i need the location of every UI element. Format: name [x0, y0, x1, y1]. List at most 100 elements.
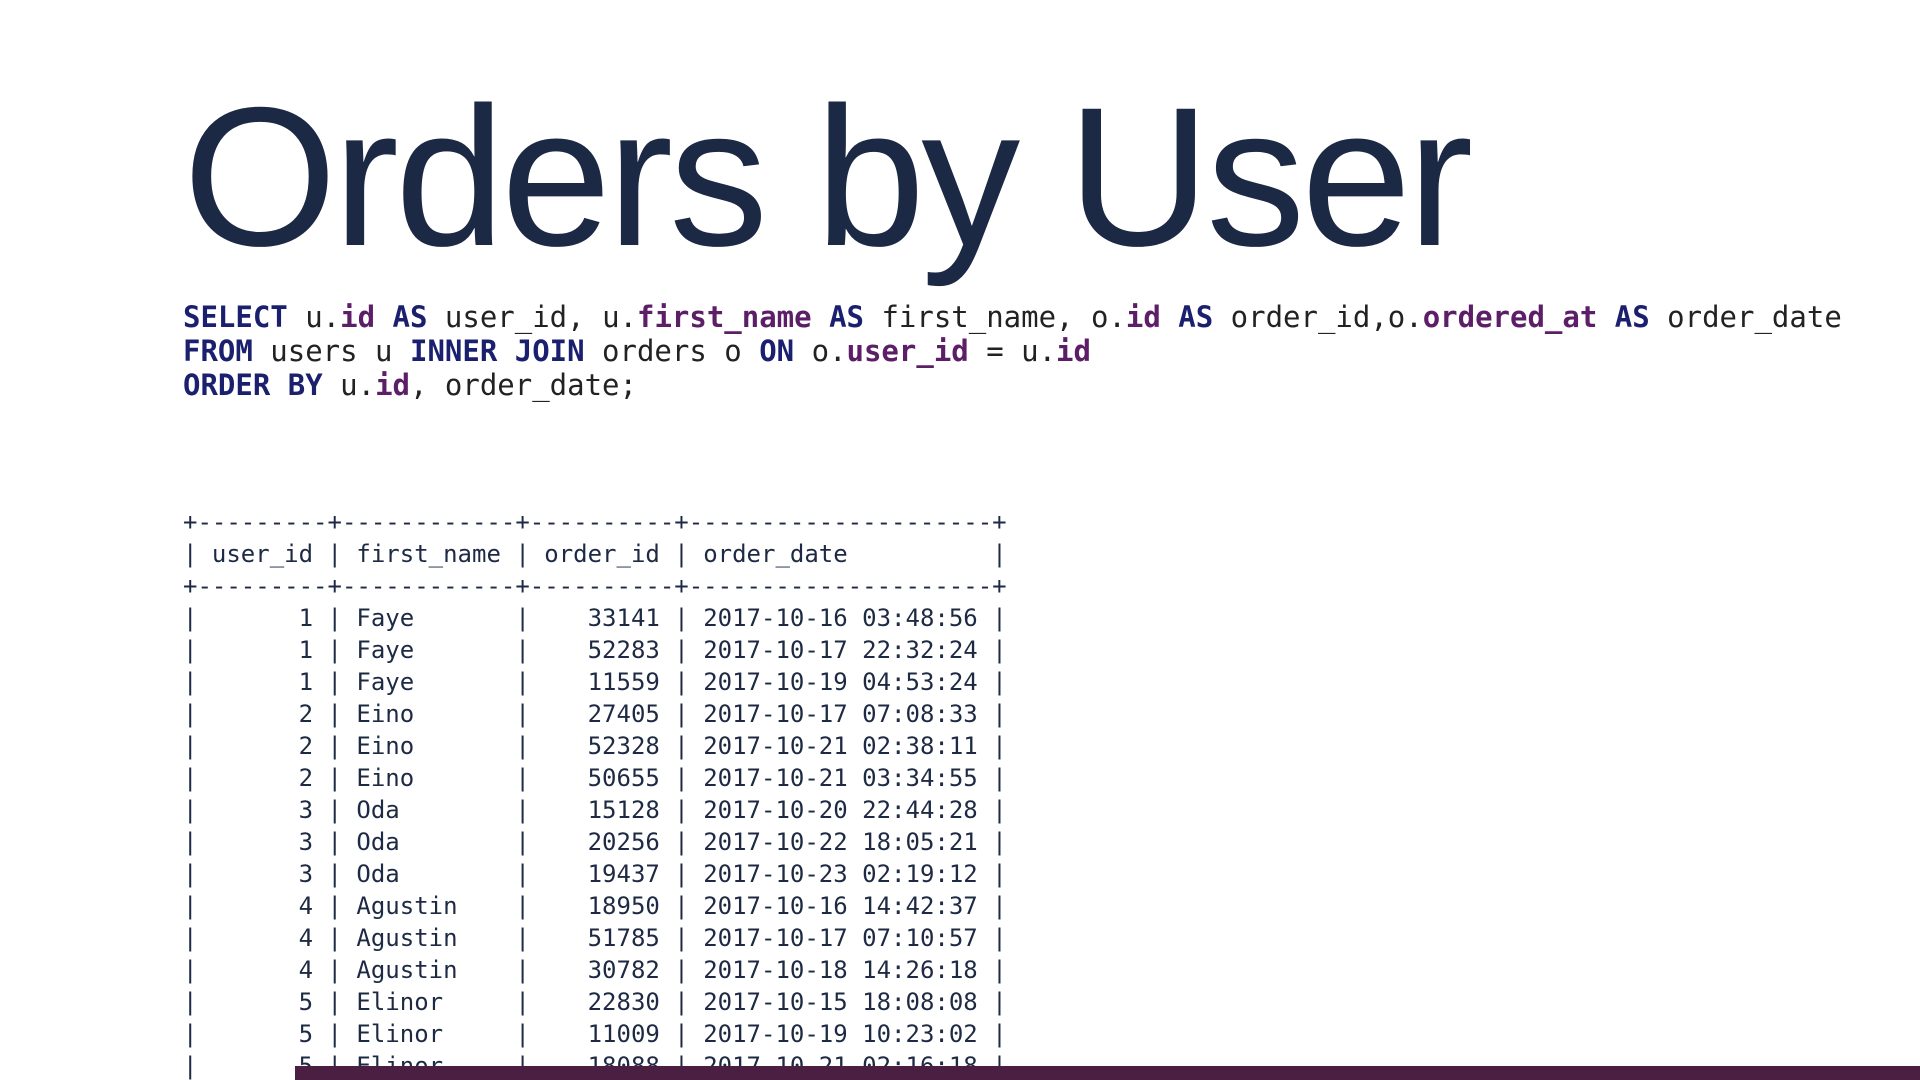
sql-field: id — [1125, 300, 1161, 334]
table-cell: 1 — [197, 604, 328, 632]
table-cell: 20256 — [529, 828, 675, 856]
table-row: | 1 | Faye | 33141 | 2017-10-16 03:48:56… — [183, 604, 1007, 632]
sql-field: id — [375, 368, 410, 402]
table-cell: 3 — [197, 828, 328, 856]
sql-field: ordered_at — [1422, 300, 1598, 334]
table-cell: Agustin — [341, 892, 516, 920]
table-row: | 2 | Eino | 52328 | 2017-10-21 02:38:11… — [183, 732, 1007, 760]
sql-text: first_name, o. — [863, 300, 1126, 334]
table-cell: Oda — [341, 828, 516, 856]
table-cell: 2017-10-18 14:26:18 — [688, 956, 993, 984]
table-cell: 27405 — [529, 700, 675, 728]
sql-keyword: INNER JOIN — [409, 334, 585, 368]
column-header: order_id — [529, 540, 675, 568]
table-row: | 3 | Oda | 20256 | 2017-10-22 18:05:21 … — [183, 828, 1007, 856]
sql-line: SELECT u.id AS user_id, u.first_name AS … — [183, 300, 1842, 334]
table-row: | 2 | Eino | 27405 | 2017-10-17 07:08:33… — [183, 700, 1007, 728]
sql-keyword: AS — [1614, 300, 1650, 334]
table-cell: 11009 — [529, 1020, 675, 1048]
sql-text: order_id,o. — [1213, 300, 1423, 334]
bottom-accent-bar — [295, 1066, 1920, 1080]
sql-field: id — [1056, 334, 1091, 368]
table-row: | 4 | Agustin | 30782 | 2017-10-18 14:26… — [183, 956, 1007, 984]
table-cell: 2017-10-16 14:42:37 — [688, 892, 993, 920]
table-cell: 11559 — [529, 668, 675, 696]
table-cell: Eino — [341, 700, 516, 728]
table-cell: 15128 — [529, 796, 675, 824]
table-cell: 30782 — [529, 956, 675, 984]
sql-line: FROM users u INNER JOIN orders o ON o.us… — [183, 334, 1842, 368]
sql-keyword: ON — [759, 334, 795, 368]
table-row: | 2 | Eino | 50655 | 2017-10-21 03:34:55… — [183, 764, 1007, 792]
sql-text: = u. — [968, 334, 1057, 368]
table-cell: 2017-10-17 22:32:24 — [688, 636, 993, 664]
table-row: | 1 | Faye | 52283 | 2017-10-17 22:32:24… — [183, 636, 1007, 664]
table-cell: Elinor — [341, 1020, 516, 1048]
sql-keyword: AS — [829, 300, 864, 334]
table-cell: Oda — [341, 860, 516, 888]
table-cell: Faye — [341, 668, 516, 696]
table-cell: Eino — [341, 764, 516, 792]
table-cell: Elinor — [341, 988, 516, 1016]
sql-text: user_id, u. — [427, 300, 637, 334]
sql-text: o. — [794, 334, 847, 368]
sql-keyword: FROM — [183, 334, 253, 368]
table-cell: 50655 — [529, 764, 675, 792]
sql-text — [1161, 300, 1178, 334]
table-cell: 2 — [197, 732, 328, 760]
sql-keyword: ORDER BY — [183, 368, 323, 402]
table-cell: 2017-10-19 04:53:24 — [688, 668, 993, 696]
sql-text: orders o — [584, 334, 760, 368]
table-cell: 2017-10-16 03:48:56 — [688, 604, 993, 632]
table-cell: 2 — [197, 764, 328, 792]
sql-line: ORDER BY u.id, order_date; — [183, 368, 1842, 402]
table-cell: 51785 — [529, 924, 675, 952]
table-cell: 22830 — [529, 988, 675, 1016]
table-cell: 5 — [197, 1020, 328, 1048]
table-cell: Eino — [341, 732, 516, 760]
table-cell: 2 — [197, 700, 328, 728]
table-cell: 52328 — [529, 732, 675, 760]
table-row: | 4 | Agustin | 18950 | 2017-10-16 14:42… — [183, 892, 1007, 920]
table-row: | 4 | Agustin | 51785 | 2017-10-17 07:10… — [183, 924, 1007, 952]
table-cell: Oda — [341, 796, 516, 824]
table-cell: 4 — [197, 956, 328, 984]
table-cell: 33141 — [529, 604, 675, 632]
sql-text: u. — [322, 368, 376, 402]
table-cell: Agustin — [341, 924, 516, 952]
table-cell: 5 — [197, 988, 328, 1016]
table-cell: 4 — [197, 924, 328, 952]
column-header: first_name — [341, 540, 516, 568]
sql-text: order_date — [1649, 300, 1842, 334]
sql-field: first_name — [636, 300, 812, 334]
query-result-table: +---------+------------+----------+-----… — [183, 506, 1007, 1080]
table-cell: 19437 — [529, 860, 675, 888]
table-border: +---------+------------+----------+-----… — [183, 572, 1007, 600]
sql-text — [1597, 300, 1614, 334]
table-cell: 3 — [197, 860, 328, 888]
sql-text: , order_date; — [410, 368, 637, 402]
table-cell: Faye — [341, 636, 516, 664]
sql-text — [375, 300, 392, 334]
table-cell: 2017-10-21 03:34:55 — [688, 764, 993, 792]
table-border: +---------+------------+----------+-----… — [183, 508, 1007, 536]
table-row: | 1 | Faye | 11559 | 2017-10-19 04:53:24… — [183, 668, 1007, 696]
table-row: | 3 | Oda | 15128 | 2017-10-20 22:44:28 … — [183, 796, 1007, 824]
table-cell: 2017-10-17 07:10:57 — [688, 924, 993, 952]
sql-query: SELECT u.id AS user_id, u.first_name AS … — [183, 300, 1842, 402]
sql-keyword: AS — [392, 300, 428, 334]
table-cell: 2017-10-19 10:23:02 — [688, 1020, 993, 1048]
sql-text — [812, 300, 829, 334]
table-cell: 2017-10-17 07:08:33 — [688, 700, 993, 728]
table-cell: Agustin — [341, 956, 516, 984]
sql-field: id — [340, 300, 376, 334]
sql-text: u. — [287, 300, 341, 334]
table-cell: 2017-10-23 02:19:12 — [688, 860, 993, 888]
table-cell: 2017-10-21 02:38:11 — [688, 732, 993, 760]
table-row: | 3 | Oda | 19437 | 2017-10-23 02:19:12 … — [183, 860, 1007, 888]
sql-keyword: AS — [1178, 300, 1214, 334]
table-cell: 1 — [197, 668, 328, 696]
sql-keyword: SELECT — [183, 300, 288, 334]
table-cell: 52283 — [529, 636, 675, 664]
slide-title: Orders by User — [183, 66, 1473, 287]
